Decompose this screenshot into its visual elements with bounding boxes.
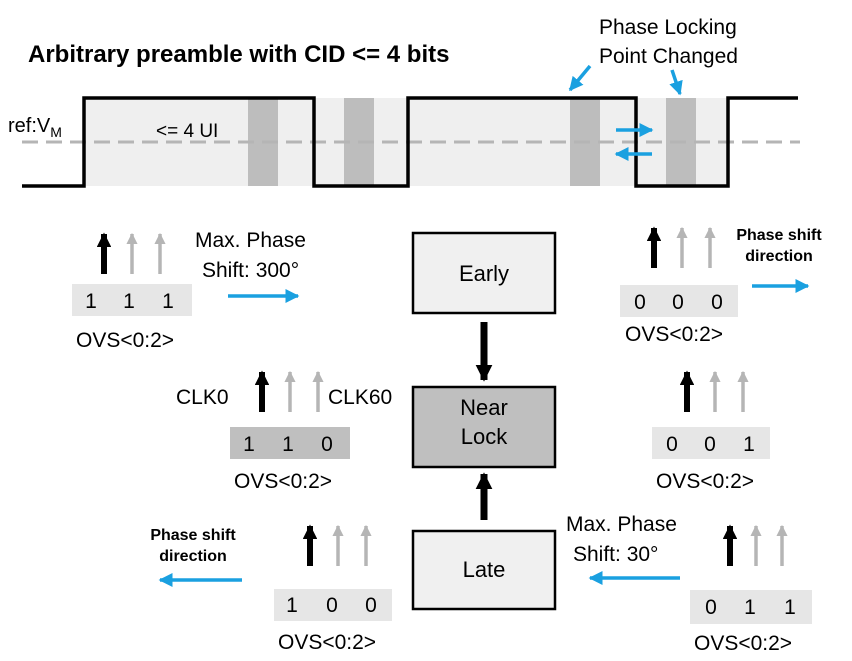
svg-text:Max. Phase: Max. Phase: [195, 229, 306, 252]
svg-text:1: 1: [282, 433, 294, 456]
svg-text:Near: Near: [460, 395, 508, 420]
svg-text:1: 1: [784, 596, 796, 619]
group-top-right: 0 0 0 OVS<0:2> Phase shift direction: [620, 226, 822, 346]
svg-text:0: 0: [365, 594, 377, 617]
group-mid-left: 1 1 0 OVS<0:2> CLK0 CLK60: [176, 370, 392, 493]
svg-text:1: 1: [123, 290, 135, 313]
svg-text:OVS<0:2>: OVS<0:2>: [76, 329, 174, 352]
svg-text:0: 0: [704, 433, 716, 456]
svg-text:OVS<0:2>: OVS<0:2>: [656, 470, 754, 493]
svg-text:1: 1: [286, 594, 298, 617]
svg-text:OVS<0:2>: OVS<0:2>: [694, 632, 792, 655]
svg-text:1: 1: [243, 433, 255, 456]
svg-text:0: 0: [666, 433, 678, 456]
svg-text:Phase shift: Phase shift: [150, 527, 236, 544]
clk0-label: CLK0: [176, 386, 229, 409]
svg-text:Max. Phase: Max. Phase: [566, 513, 677, 536]
svg-text:Lock: Lock: [461, 424, 508, 449]
svg-text:0: 0: [672, 291, 684, 314]
svg-text:0: 0: [705, 596, 717, 619]
state-early: Early: [411, 231, 557, 315]
diagram-title: Arbitrary preamble with CID <= 4 bits: [28, 41, 449, 68]
svg-text:0: 0: [321, 433, 333, 456]
data-waveform: [22, 96, 798, 188]
clk60-label: CLK60: [328, 386, 392, 409]
group-top-left: 1 1 1 OVS<0:2> Max. Phase Shift: 300°: [72, 229, 306, 352]
callout-line-1: Phase Locking: [599, 16, 737, 39]
svg-text:direction: direction: [159, 548, 227, 565]
svg-text:Phase shift: Phase shift: [736, 227, 822, 244]
svg-text:Late: Late: [463, 557, 506, 582]
group-bottom-left: 1 0 0 OVS<0:2> Phase shift direction: [150, 524, 392, 654]
ui-width-label: <= 4 UI: [156, 121, 218, 142]
group-mid-right: 0 0 1 OVS<0:2>: [652, 370, 770, 493]
callout-line-2: Point Changed: [599, 45, 738, 68]
svg-text:0: 0: [634, 291, 646, 314]
callout-arrow-right: [669, 69, 683, 96]
svg-text:Shift: 30°: Shift: 30°: [573, 543, 658, 566]
svg-text:1: 1: [85, 290, 97, 313]
svg-text:1: 1: [162, 290, 174, 313]
svg-text:OVS<0:2>: OVS<0:2>: [625, 323, 723, 346]
callout-arrow-left: [568, 64, 592, 92]
svg-text:1: 1: [744, 596, 756, 619]
svg-text:OVS<0:2>: OVS<0:2>: [278, 631, 376, 654]
svg-text:OVS<0:2>: OVS<0:2>: [234, 470, 332, 493]
svg-text:1: 1: [743, 433, 755, 456]
ref-vm-label: ref:VM: [8, 115, 62, 140]
svg-text:Shift: 300°: Shift: 300°: [202, 259, 299, 282]
svg-text:Early: Early: [459, 261, 509, 286]
state-late: Late: [411, 529, 557, 611]
svg-text:0: 0: [711, 291, 723, 314]
state-near-lock: Near Lock: [411, 385, 557, 469]
svg-text:direction: direction: [745, 248, 813, 265]
group-bottom-right: 0 1 1 OVS<0:2> Max. Phase Shift: 30°: [566, 513, 812, 655]
svg-text:0: 0: [326, 594, 338, 617]
